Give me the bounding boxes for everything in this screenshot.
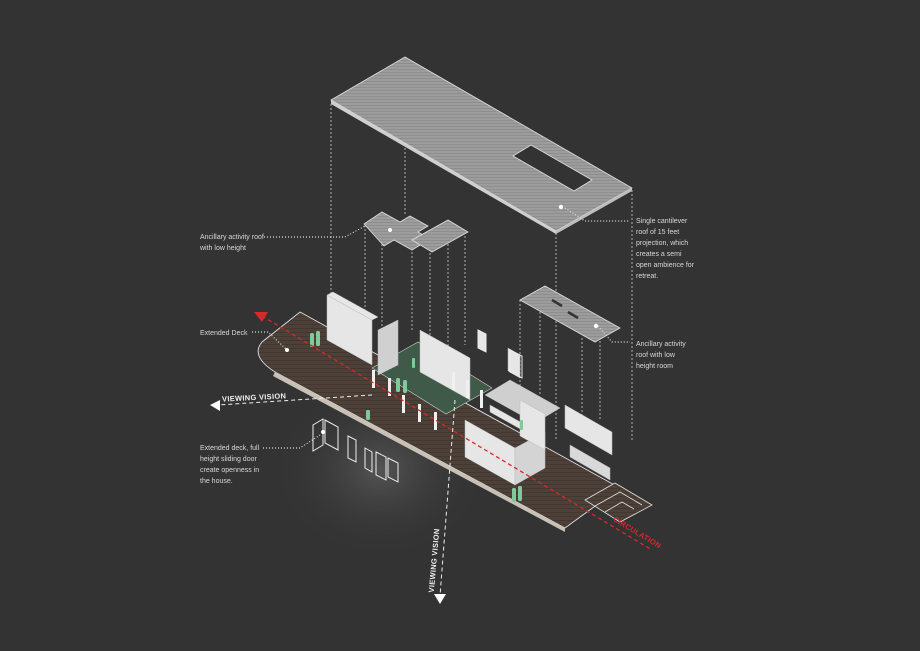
- ancillary-roof-left: [363, 211, 469, 253]
- arrowhead-down-icon: [434, 594, 446, 604]
- sliding-doors: [312, 329, 523, 483]
- walls: [326, 291, 613, 486]
- columns: [372, 370, 483, 430]
- entry-steps: [584, 482, 653, 523]
- label-sliding-door: Extended deck, full height sliding door …: [200, 445, 260, 485]
- leader-lines: [252, 207, 630, 449]
- human-figures: [310, 331, 523, 502]
- circulation-arrow: [254, 312, 653, 551]
- arrowhead-left-icon: [210, 400, 220, 411]
- roof-skylight-opening: [512, 144, 593, 192]
- label-extended-deck: Extended Deck: [200, 330, 248, 337]
- viewing-vision-arrows: [217, 394, 456, 597]
- cantilever-roof: [330, 56, 633, 234]
- ancillary-roof-right: [519, 285, 621, 343]
- label-cantilever-roof: Single cantilever roof of 15 feet projec…: [636, 218, 694, 280]
- label-ancillary-roof-right: Ancillary activity roof with low height …: [636, 341, 686, 370]
- label-ancillary-roof-left: Ancillary activity roof with low height: [200, 234, 264, 252]
